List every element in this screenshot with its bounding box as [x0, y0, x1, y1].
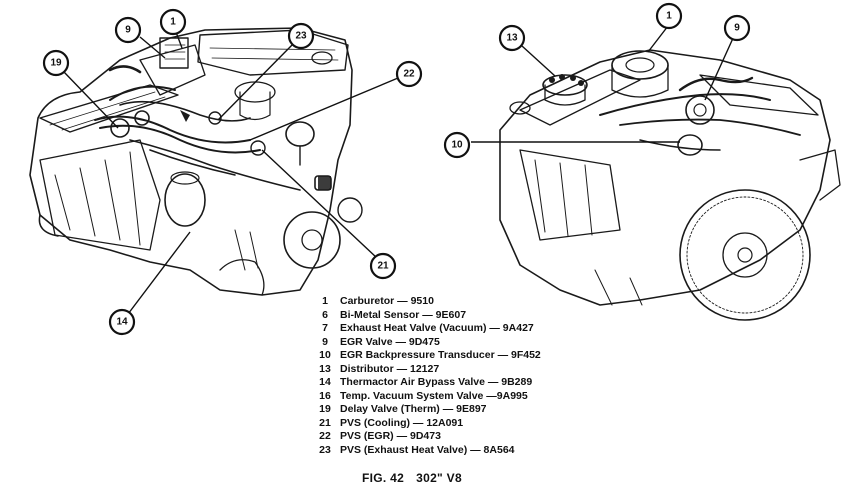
legend-description: Thermactor Air Bypass Valve — 9B289: [340, 376, 533, 388]
callout-22: 22: [395, 60, 423, 88]
svg-text:9: 9: [734, 23, 740, 34]
legend-row: 14 Thermactor Air Bypass Valve — 9B289: [312, 376, 642, 390]
legend-row: 21 PVS (Cooling) — 12A091: [312, 417, 642, 431]
legend-description: EGR Backpressure Transducer — 9F452: [340, 349, 541, 361]
figure-caption: FIG. 42 302" V8: [362, 471, 542, 485]
engine-illustration-left: [29, 27, 363, 296]
legend-number: 23: [319, 443, 331, 456]
legend-description: PVS (Cooling) — 12A091: [340, 416, 464, 429]
svg-text:1: 1: [666, 11, 672, 22]
figure-number: FIG. 42: [362, 471, 405, 485]
leader-lines-right: [471, 25, 735, 143]
legend-number: 1: [322, 295, 328, 307]
svg-text:21: 21: [377, 261, 389, 272]
legend-number: 14: [319, 376, 331, 388]
legend-row: 19 Delay Valve (Therm) — 9E897: [312, 403, 642, 417]
legend-row: 16 Temp. Vacuum System Valve —9A995: [312, 390, 642, 404]
legend-row: 22 PVS (EGR) — 9D473: [312, 430, 642, 444]
callout-9-left: 9: [114, 16, 142, 44]
callout-13: 13: [498, 24, 526, 52]
engine-illustration-right: [499, 49, 841, 321]
legend-row: 9 EGR Valve — 9D475: [312, 336, 642, 350]
svg-text:14: 14: [116, 317, 128, 328]
svg-text:19: 19: [50, 58, 62, 69]
callout-23: 23: [287, 22, 315, 50]
svg-text:13: 13: [506, 33, 518, 44]
legend-number: 19: [319, 403, 331, 415]
legend-row: 13 Distributor — 12127: [312, 363, 642, 377]
svg-text:22: 22: [403, 69, 415, 80]
callout-21: 21: [369, 252, 397, 280]
legend-number: 10: [319, 349, 331, 361]
legend-description: Exhaust Heat Valve (Vacuum) — 9A427: [340, 322, 534, 334]
legend-number: 21: [319, 416, 331, 429]
legend-description: Carburetor — 9510: [340, 295, 434, 307]
legend-row: 10 EGR Backpressure Transducer — 9F452: [312, 349, 642, 363]
callout-14: 14: [108, 308, 136, 336]
legend-row: 23 PVS (Exhaust Heat Valve) — 8A564: [312, 444, 642, 458]
legend-description: PVS (EGR) — 9D473: [340, 430, 441, 442]
callout-9-right: 9: [723, 14, 751, 42]
legend-number: 16: [319, 389, 331, 402]
callout-1-right: 1: [655, 2, 683, 30]
svg-text:1: 1: [170, 17, 176, 28]
legend-row: 1 Carburetor — 9510: [312, 295, 642, 309]
legend-description: Bi-Metal Sensor — 9E607: [340, 308, 467, 321]
leader-lines-left: [63, 31, 399, 319]
svg-text:10: 10: [451, 140, 463, 151]
legend-description: PVS (Exhaust Heat Valve) — 8A564: [340, 443, 515, 456]
legend-row: 7 Exhaust Heat Valve (Vacuum) — 9A427: [312, 322, 642, 336]
legend-description: EGR Valve — 9D475: [340, 335, 440, 348]
parts-legend: 1 Carburetor — 9510 6 Bi-Metal Sensor — 9E…: [312, 295, 642, 457]
callout-1-left: 1: [159, 8, 187, 36]
legend-number: 13: [319, 362, 331, 375]
legend-description: Distributor — 12127: [340, 362, 440, 375]
legend-number: 22: [319, 430, 331, 442]
callout-10: 10: [443, 131, 471, 159]
legend-row: 6 Bi-Metal Sensor — 9E607: [312, 309, 642, 323]
svg-text:9: 9: [125, 25, 131, 36]
callout-19: 19: [42, 49, 70, 77]
legend-description: Temp. Vacuum System Valve —9A995: [340, 389, 528, 402]
engine-label: 302" V8: [416, 471, 462, 485]
legend-number: 7: [322, 322, 328, 334]
legend-number: 9: [322, 335, 328, 348]
legend-number: 6: [322, 308, 328, 321]
svg-text:23: 23: [295, 31, 307, 42]
legend-description: Delay Valve (Therm) — 9E897: [340, 403, 487, 415]
